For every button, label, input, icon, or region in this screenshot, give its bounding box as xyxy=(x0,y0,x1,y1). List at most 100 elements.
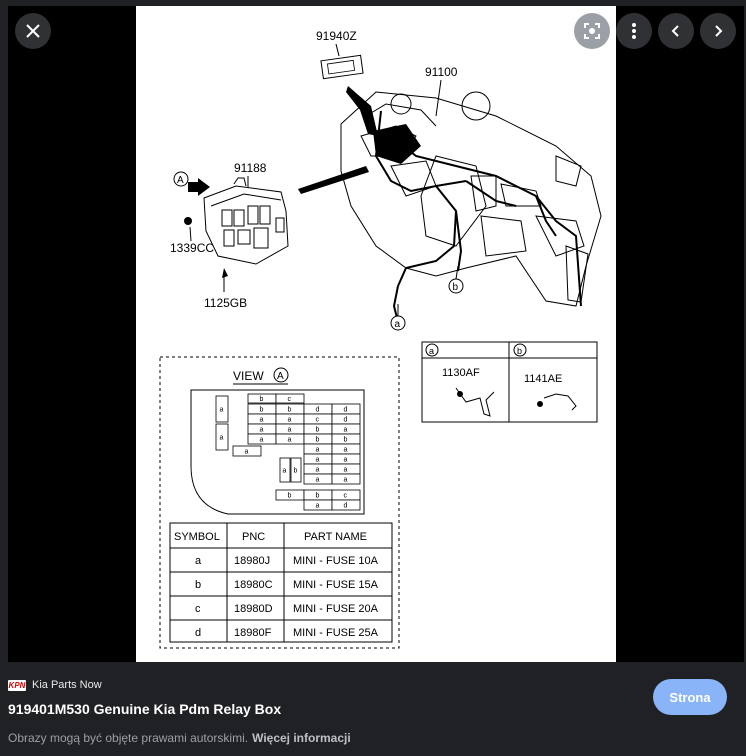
label-1339cc: 1339CC xyxy=(170,241,214,255)
fuse-letter: a xyxy=(344,477,348,484)
fuse-letter: d xyxy=(344,503,348,510)
diagram-svg: 91940Z 91100 xyxy=(159,29,602,649)
fuse-slot xyxy=(290,457,302,483)
th-pnc: PNC xyxy=(242,531,265,543)
more-options-button[interactable] xyxy=(616,13,652,49)
fuse-slot xyxy=(331,473,361,485)
previous-button[interactable] xyxy=(658,13,694,49)
svg-text:a: a xyxy=(395,319,401,330)
fuse-letter: a xyxy=(344,447,348,454)
label-91940z: 91940Z xyxy=(316,29,357,43)
close-button[interactable] xyxy=(15,13,51,49)
image-title[interactable]: 919401M530 Genuine Kia Pdm Relay Box xyxy=(8,701,282,717)
cell-part-name: MINI - FUSE 25A xyxy=(293,627,379,639)
label-1141ae: 1141AE xyxy=(524,373,562,385)
fuse-letter: b xyxy=(344,437,348,444)
label-1125gb: 1125GB xyxy=(204,296,247,310)
fuse-letter: a xyxy=(260,417,264,424)
label-1130af: 1130AF xyxy=(442,367,480,379)
more-vert-icon xyxy=(632,23,636,39)
fuse-letter: b xyxy=(260,396,264,403)
view-label: VIEW xyxy=(233,369,264,383)
fuse-slot xyxy=(232,445,262,457)
fuse-letter: d xyxy=(316,407,320,414)
close-icon xyxy=(26,24,40,38)
fuse-letter: a xyxy=(316,467,320,474)
detail-box: a b 1130AF 1141AE xyxy=(421,341,598,423)
cell-pnc: 18980C xyxy=(234,579,273,591)
cell-pnc: 18980D xyxy=(234,603,273,615)
fuse-letter: b xyxy=(260,407,264,414)
parts-diagram: 91940Z 91100 xyxy=(136,6,616,662)
fuse-letter: a xyxy=(344,457,348,464)
fuse-letter: a xyxy=(260,437,264,444)
fuse-letter: a xyxy=(288,417,292,424)
fuse-letter: b xyxy=(288,407,292,414)
fuse-letter: a xyxy=(220,407,224,414)
visit-button[interactable]: Strona xyxy=(653,679,727,715)
th-part-name: PART NAME xyxy=(304,531,367,543)
callout-A xyxy=(173,171,189,187)
svg-text:A: A xyxy=(177,175,184,186)
fuse-slot xyxy=(279,457,291,483)
module-91940z xyxy=(320,54,364,80)
svg-text:A: A xyxy=(277,371,284,382)
fuse-letter: b xyxy=(316,437,320,444)
fuse-letter: d xyxy=(344,417,348,424)
fuse-letter: d xyxy=(344,407,348,414)
fuse-slot xyxy=(275,393,305,404)
cell-part-name: MINI - FUSE 10A xyxy=(293,555,379,567)
copyright-notice: Obrazy mogą być objęte prawami autorskim… xyxy=(8,731,351,745)
chevron-right-icon xyxy=(715,25,723,37)
cell-symbol: c xyxy=(195,603,201,615)
fuse-letter: a xyxy=(316,477,320,484)
fuse-letter: a xyxy=(316,447,320,454)
label-91188: 91188 xyxy=(234,161,267,175)
fuse-letter: b xyxy=(316,427,320,434)
site-favicon: KPN xyxy=(8,679,26,691)
th-symbol: SYMBOL xyxy=(174,531,220,543)
more-info-link[interactable]: Więcej informacji xyxy=(252,731,351,745)
cell-pnc: 18980J xyxy=(234,555,270,567)
svg-text:b: b xyxy=(517,346,522,356)
fuse-table: SYMBOL PNC PART NAME a 18980J MINI - FUS… xyxy=(169,522,393,643)
fuse-letter: a xyxy=(288,437,292,444)
fuse-letter: b xyxy=(294,468,298,475)
next-button[interactable] xyxy=(700,13,736,49)
chevron-left-icon xyxy=(671,25,679,37)
fuse-letter: c xyxy=(344,493,348,500)
fuse-slot xyxy=(215,395,229,423)
relay-box-91188 xyxy=(203,177,289,265)
cell-symbol: a xyxy=(195,555,202,567)
fuse-letter: a xyxy=(344,467,348,474)
fuse-slot xyxy=(331,499,361,511)
lens-icon xyxy=(584,23,600,39)
fuse-letter: a xyxy=(316,457,320,464)
cell-symbol: d xyxy=(195,627,201,639)
cell-part-name: MINI - FUSE 20A xyxy=(293,603,379,615)
fuse-letter: a xyxy=(316,503,320,510)
svg-text:a: a xyxy=(429,346,434,356)
fuse-block-outline xyxy=(190,389,365,515)
fuse-letter: b xyxy=(288,493,292,500)
label-91100: 91100 xyxy=(425,65,458,79)
svg-text:b: b xyxy=(453,282,459,293)
fuse-letter: a xyxy=(288,427,292,434)
source-link[interactable]: KPN Kia Parts Now xyxy=(8,679,102,691)
fuse-letter: c xyxy=(316,417,320,424)
fuse-letter: a xyxy=(283,468,287,475)
image-info-panel xyxy=(0,662,746,756)
fuse-slot xyxy=(215,423,229,451)
cell-symbol: b xyxy=(195,579,201,591)
view-a-panel xyxy=(159,356,400,649)
fuse-letter: b xyxy=(316,493,320,500)
fuse-letter: a xyxy=(220,435,224,442)
fuse-letter: a xyxy=(260,427,264,434)
cell-part-name: MINI - FUSE 15A xyxy=(293,579,379,591)
source-name: Kia Parts Now xyxy=(32,679,102,691)
fuse-letter: c xyxy=(288,396,292,403)
copyright-text: Obrazy mogą być objęte prawami autorskim… xyxy=(8,731,249,745)
cell-pnc: 18980F xyxy=(234,627,272,639)
lens-button[interactable] xyxy=(574,13,610,49)
